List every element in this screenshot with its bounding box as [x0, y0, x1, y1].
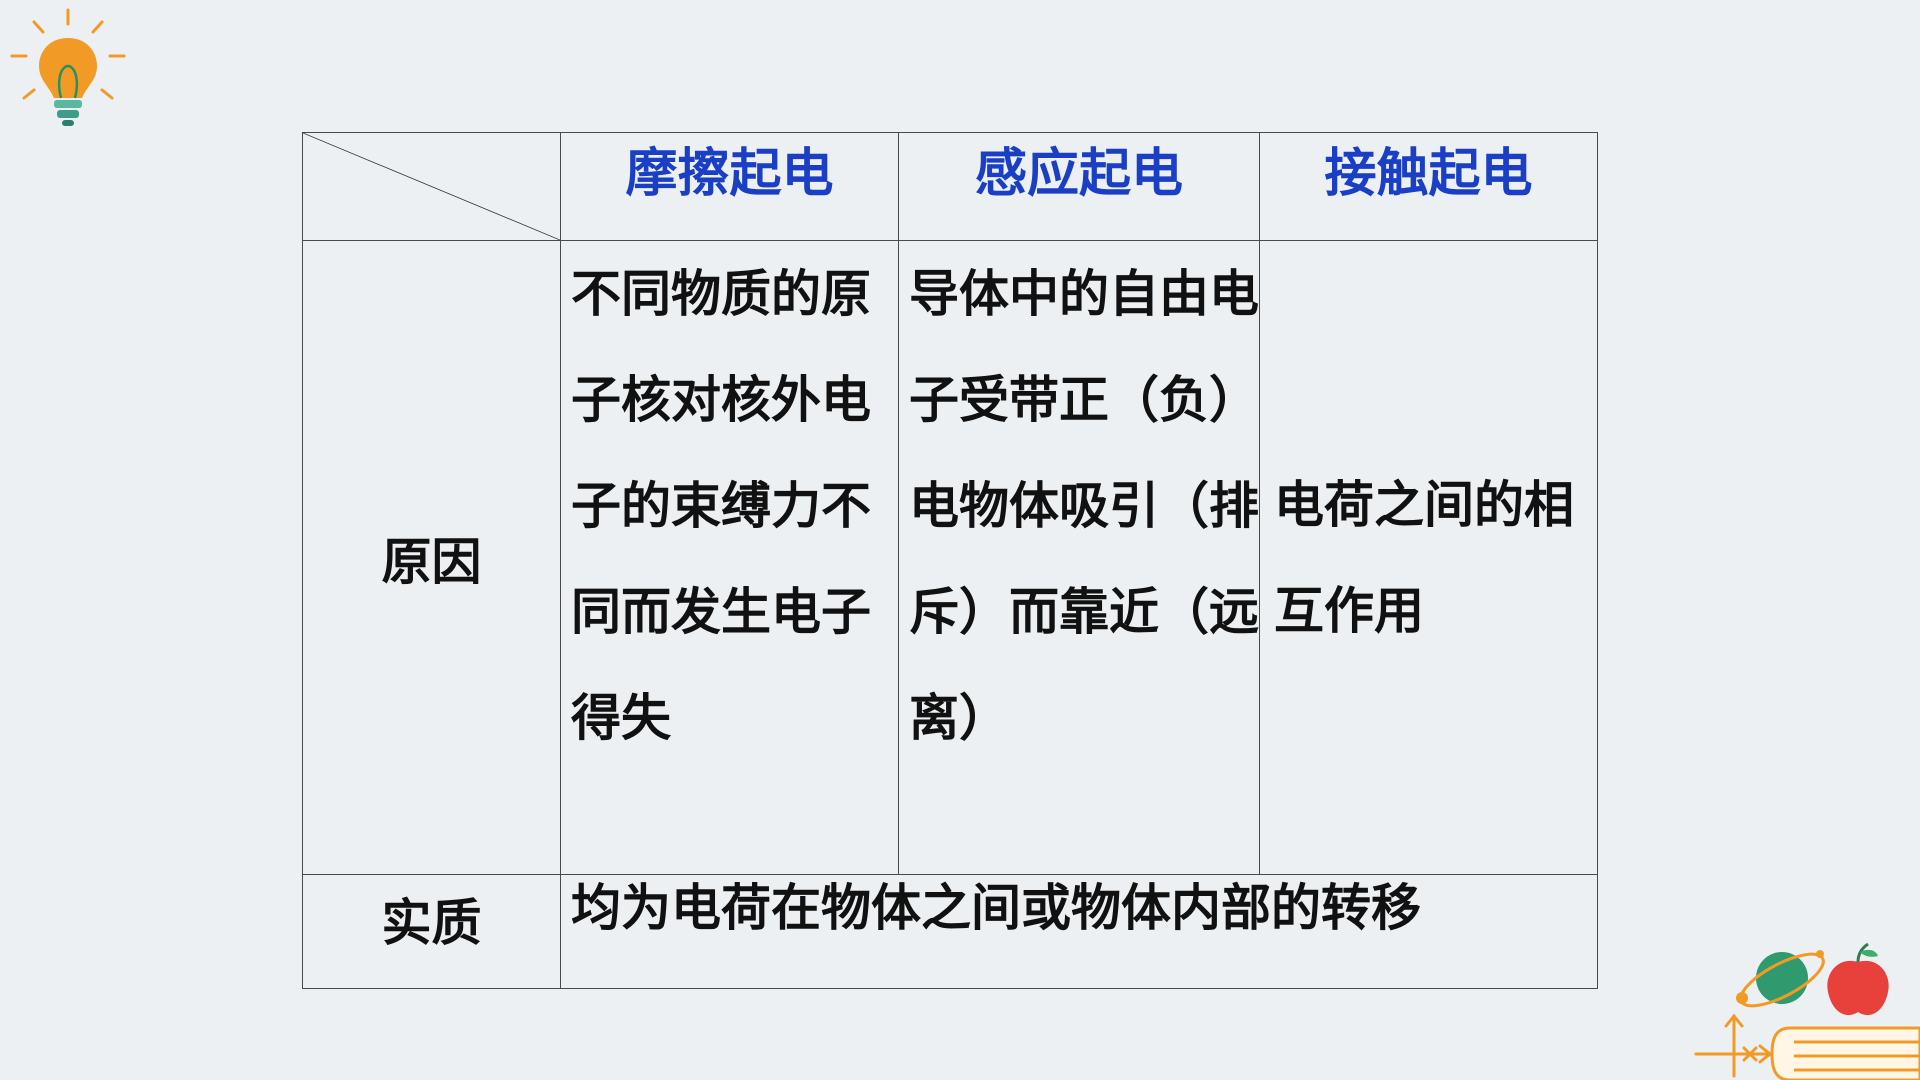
reason-induction: 导体中的自由电子受带正（负）电物体吸引（排斥）而靠近（远离） — [898, 240, 1260, 875]
header-friction: 摩擦起电 — [560, 132, 899, 241]
header-row: 摩擦起电 感应起电 接触起电 — [302, 132, 1598, 241]
book-icon — [1770, 1026, 1920, 1080]
reason-row: 原因 不同物质的原子核对核外电子的束缚力不同而发生电子得失 导体中的自由电子受带… — [302, 240, 1598, 875]
header-induction: 感应起电 — [898, 132, 1260, 241]
comparison-table: 摩擦起电 感应起电 接触起电 原因 不同物质的原子核对核外电子的束缚力不同而发生… — [302, 132, 1598, 989]
essence-row: 实质 均为电荷在物体之间或物体内部的转移 — [302, 874, 1598, 989]
planet-icon — [1736, 950, 1825, 1008]
apple-icon — [1827, 942, 1889, 1016]
axis-arrows-icon — [1694, 1013, 1773, 1078]
reason-contact: 电荷之间的相互作用 — [1259, 240, 1598, 875]
corner-decoration — [1694, 942, 1920, 1080]
reason-label: 原因 — [302, 240, 561, 875]
essence-text: 均为电荷在物体之间或物体内部的转移 — [560, 874, 1598, 989]
essence-label: 实质 — [302, 874, 561, 989]
lightbulb-icon — [10, 8, 126, 126]
header-contact: 接触起电 — [1259, 132, 1598, 241]
reason-friction: 不同物质的原子核对核外电子的束缚力不同而发生电子得失 — [560, 240, 899, 875]
corner-cell — [302, 132, 561, 241]
diagonal-divider — [303, 133, 560, 240]
